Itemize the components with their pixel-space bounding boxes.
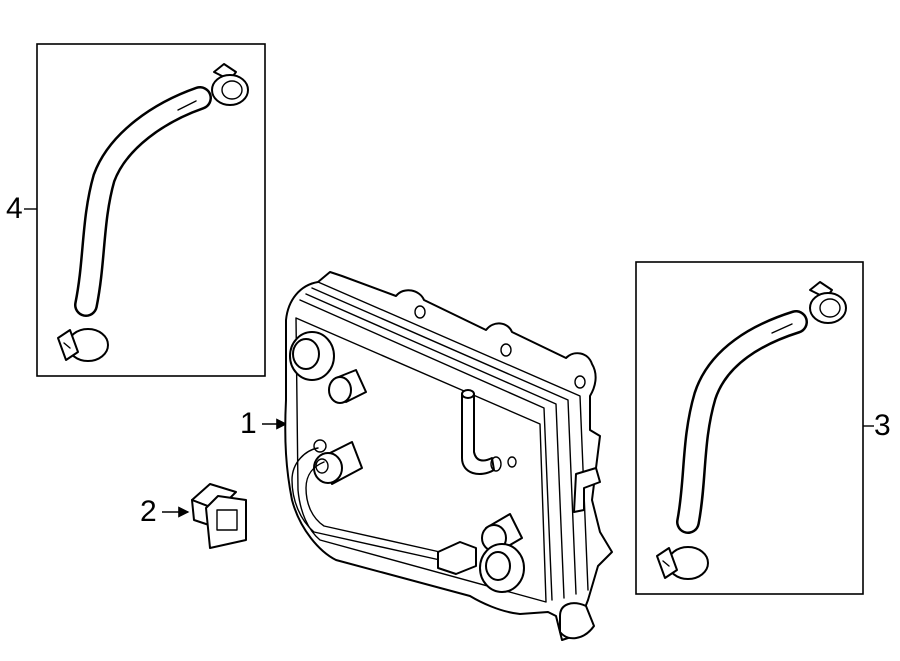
part-4-box [36, 43, 266, 377]
callout-3-label: 3 [874, 409, 891, 442]
hose-icon [74, 86, 212, 317]
callout-4-label: 4 [6, 192, 23, 225]
hose-clamp-icon [656, 546, 709, 580]
hose-clamp-icon [809, 281, 847, 324]
part-3-box [635, 261, 864, 595]
plug-fitting-icon [191, 483, 247, 549]
hose-clamp-icon [57, 328, 109, 362]
callout-2-label: 2 [140, 495, 157, 528]
callout-1-label: 1 [240, 407, 257, 440]
oil-cooler-icon [284, 271, 613, 641]
hose-clamp-icon [211, 63, 249, 106]
hose-icon [676, 310, 808, 534]
